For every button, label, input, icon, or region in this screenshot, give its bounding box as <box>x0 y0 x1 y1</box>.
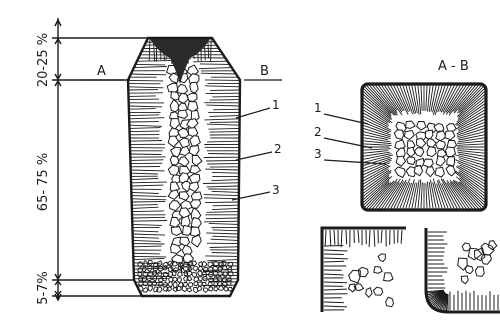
label-top-zone: 20-25 % <box>36 33 51 87</box>
section-callout-1: 1 <box>314 101 322 115</box>
section-leader-2 <box>324 138 372 148</box>
cross-section-columnar-zone <box>362 84 486 210</box>
ingot-longitudinal-section <box>128 38 240 296</box>
label-middle-zone: 65- 75 % <box>36 153 51 211</box>
dimension-scale <box>52 18 150 300</box>
detail-view-rounded-corner <box>426 228 500 312</box>
detail-rounded-corner-crystals <box>426 232 498 312</box>
cross-section-ab <box>362 84 486 210</box>
ingot-callout-3: 3 <box>272 183 280 197</box>
equiaxed-crystal-zone <box>167 65 202 273</box>
detail-flat-wall-crystals <box>324 230 402 310</box>
section-label-a: A <box>97 64 106 79</box>
leader-1 <box>236 108 270 118</box>
section-callout-2: 2 <box>314 125 322 139</box>
ingot-callout-2: 2 <box>274 142 282 156</box>
label-bottom-zone: 5-7% <box>36 271 51 305</box>
section-title: A - B <box>438 59 469 74</box>
section-callout-3: 3 <box>314 147 322 161</box>
detail-view-flat-wall <box>322 228 406 312</box>
cross-section-equiaxed-zone <box>394 121 456 178</box>
ingot-callout-1: 1 <box>272 98 280 112</box>
leader-2 <box>236 152 272 160</box>
section-label-b: B <box>260 64 269 79</box>
section-leader-3 <box>324 160 386 164</box>
